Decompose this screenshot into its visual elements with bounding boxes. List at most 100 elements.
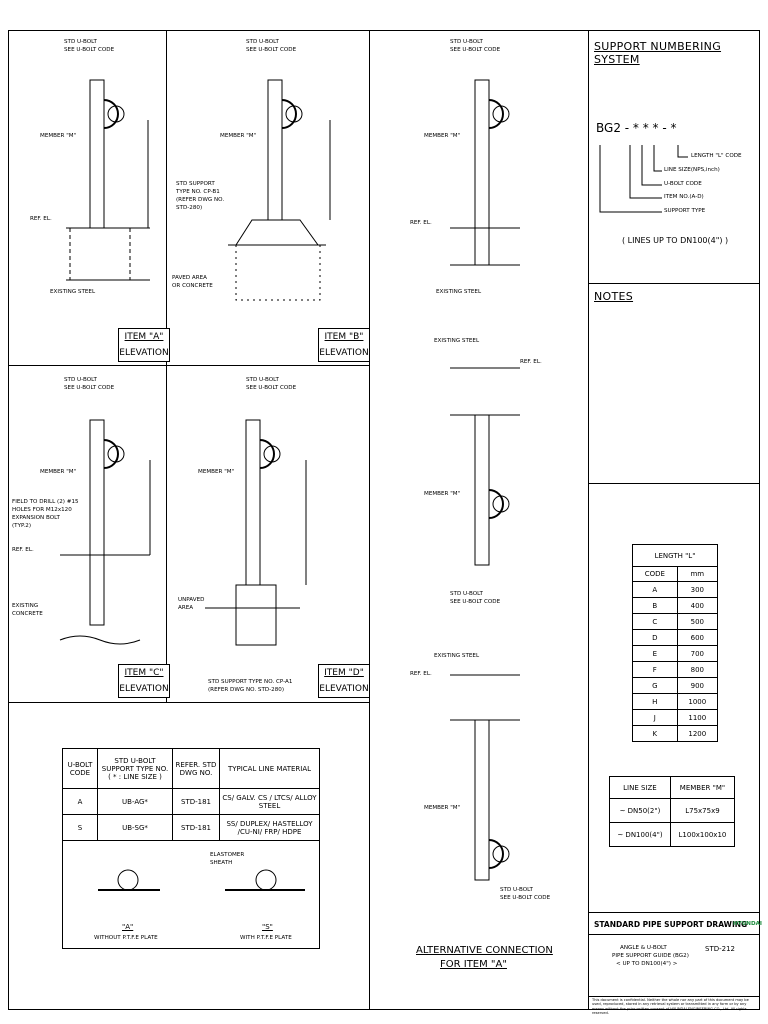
item-a-drawing [66,79,150,281]
existing-label: EXISTING [12,603,39,609]
table-cell: ~ DN100(4") [609,822,671,847]
drawing-frame [8,30,760,1010]
item-subtitle: ELEVATION [319,684,369,694]
grid-line [588,912,760,913]
drill-note: EXPANSION BOLT [12,515,60,521]
ubolt-code-label: SEE U-BOLT CODE [500,895,551,901]
table-header: STD U-BOLT SUPPORT TYPE NO. ( * : LINE S… [97,748,173,789]
support-label: STD SUPPORT TYPE NO. CP-A1 [208,679,293,685]
item-title: ITEM "D" [324,668,364,678]
table-cell: 1200 [676,725,719,742]
member-label: MEMBER "M" [40,469,77,475]
table-header: LINE SIZE [609,776,671,799]
ubolt-label: STD U-BOLT [500,887,533,893]
table-row: ~ DN50(2")L75x75x9 [609,798,736,823]
table-header: TYPICAL LINE MATERIAL [219,748,320,789]
numbering-label: LINE SIZE(NPS,inch) [664,167,720,173]
grid-line [166,30,167,702]
grid-line [588,30,589,1010]
table-cell: 400 [676,597,719,614]
table-row: ~ DN100(4")L100x100x10 [609,822,736,847]
ubolt-code-label: SEE U-BOLT CODE [246,385,297,391]
table-cell: A [62,788,98,815]
existing-label: CONCRETE [12,611,43,617]
member-label: MEMBER "M" [198,469,235,475]
grid-line [588,283,760,284]
item-subtitle: ELEVATION [119,684,169,694]
grid-line [369,30,370,1010]
table-cell: UB-AG* [97,788,173,815]
member-label: MEMBER "M" [424,133,461,139]
ubolt-label: STD U-BOLT [64,39,97,45]
member-label: MEMBER "M" [220,133,257,139]
table-cell: ~ DN50(2") [609,798,671,823]
table-cell: 1100 [676,709,719,726]
ref-el-label: REF. EL. [520,359,542,365]
table-cell: 300 [676,581,719,598]
member-label: MEMBER "M" [424,805,461,811]
numbering-note: ( LINES UP TO DN100(4") ) [622,236,729,245]
support-label: TYPE NO. CP-B1 [176,189,220,195]
ubolt-code-label: SEE U-BOLT CODE [450,599,501,605]
table-cell: H [632,693,678,710]
item-title: ITEM "B" [324,332,364,342]
ubolt-label: STD U-BOLT [64,377,97,383]
elastomer-label: ELASTOMER [210,852,245,858]
grid-line [8,702,369,703]
elastomer-label: SHEATH [210,860,233,866]
item-b-drawing [228,79,331,301]
table-cell: E [632,645,678,662]
item-subtitle: ELEVATION [119,348,169,358]
titleblock-line [588,934,760,935]
grid-line [8,365,369,366]
table-cell: CS/ GALV. CS / LTCS/ ALLOY STEEL [219,788,320,815]
table-header: mm [676,566,719,582]
unpaved-label: AREA [178,605,194,611]
ubolt-code-label: SEE U-BOLT CODE [64,47,115,53]
table-cell: L100x100x10 [669,822,736,847]
numbering-label: SUPPORT TYPE [664,208,706,214]
table-cell: D [632,629,678,646]
item-b-title: ITEM "B" ELEVATION [318,328,370,362]
titleblock-desc: ANGLE & U-BOLT [620,945,667,951]
numbering-label: ITEM NO.(A-D) [664,194,704,200]
table-cell: G [632,677,678,694]
table-cell: 800 [676,661,719,678]
existing-steel-label: EXISTING STEEL [434,653,480,659]
table-header: LENGTH "L" [632,544,718,567]
drill-note: HOLES FOR M12x120 [12,507,72,513]
table-cell: 700 [676,645,719,662]
detail-a-desc: WITHOUT P.T.F.E PLATE [94,935,158,941]
table-header: REFER. STD DWG NO. [172,748,220,789]
table-cell: 1000 [676,693,719,710]
item-subtitle: ELEVATION [319,348,369,358]
numbering-label: U-BOLT CODE [664,181,702,187]
numbering-title: SUPPORT NUMBERING SYSTEM [594,40,722,66]
table-cell: S [62,814,98,841]
detail-s-label: "S" [262,923,273,931]
ubolt-label: STD U-BOLT [246,377,279,383]
detail-cell [62,840,320,949]
support-label: (REFER DWG NO. [176,197,225,203]
ubolt-code-label: SEE U-BOLT CODE [246,47,297,53]
table-cell: UB-SG* [97,814,173,841]
ref-el-label: REF. EL. [410,220,432,226]
table-cell: L75x75x9 [669,798,736,823]
ref-el-label: REF. EL. [12,547,34,553]
ubolt-label: STD U-BOLT [450,591,483,597]
drill-note: (TYP.2) [12,523,32,529]
numbering-leaders [599,145,688,213]
paved-label: OR CONCRETE [172,283,213,289]
ref-el-label: REF. EL. [410,671,432,677]
detail-a-label: "A" [122,923,134,931]
ubolt-table: U-BOLT CODE STD U-BOLT SUPPORT TYPE NO. … [62,748,320,949]
